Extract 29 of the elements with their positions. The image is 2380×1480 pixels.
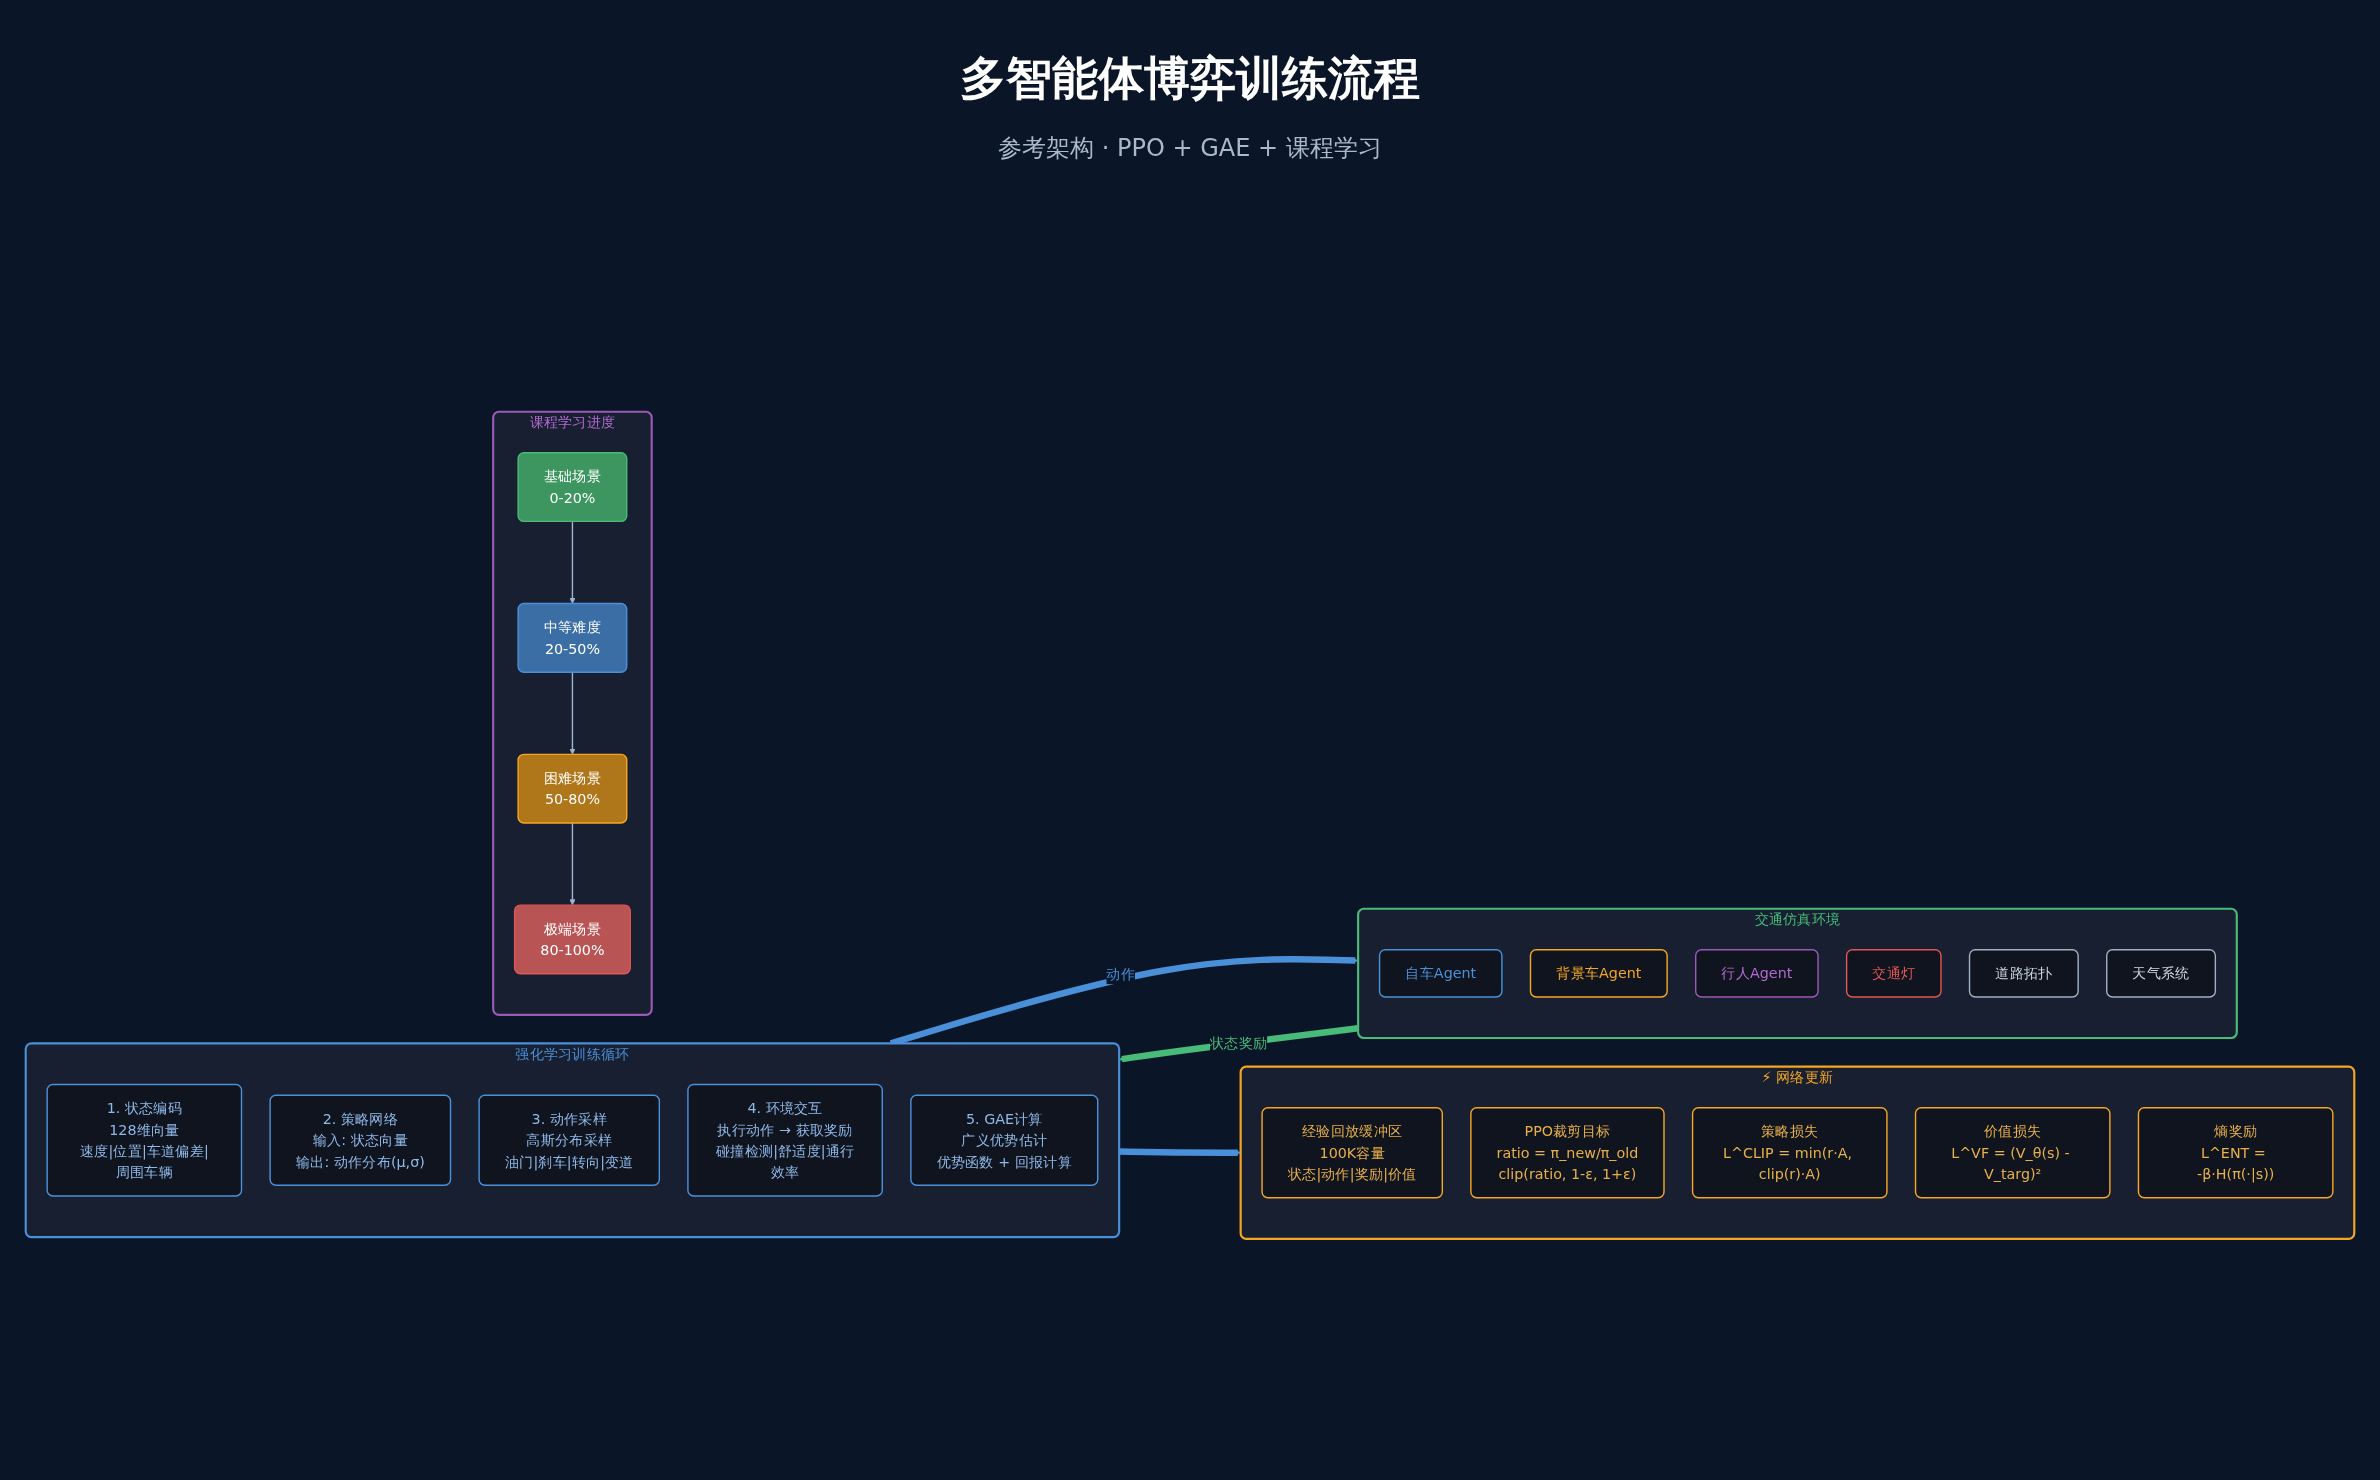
node-box: 2. 策略网络 输入: 状态向量 输出: 动作分布(μ,σ) [269,1094,452,1186]
node-box: 困难场景 50-80% [517,753,628,824]
arrow [1118,1024,1359,1062]
node-box: 4. 环境交互 执行动作 → 获取奖励 碰撞检测|舒适度|通行效率 [687,1083,883,1197]
edge-label: 状态奖励 [1209,1034,1268,1052]
node-box: 熵奖励 L^ENT = -β·H(π(·|s)) [2137,1106,2334,1199]
node-box: 5. GAE计算 广义优势估计 优势函数 + 回报计算 [910,1094,1099,1186]
node-box: 极端场景 80-100% [513,904,631,975]
node-box: 交通灯 [1845,948,1942,998]
node-box: 3. 动作采样 高斯分布采样 油门|刹车|转向|变道 [478,1094,661,1186]
arrow [1119,1148,1241,1156]
arrow [569,671,576,755]
diagram-title: 多智能体博弈训练流程 [960,50,1420,107]
node-box: 自车Agent [1378,948,1503,998]
node-box: 策略损失 L^CLIP = min(r·A, clip(r)·A) [1691,1106,1888,1199]
node-box: 价值损失 L^VF = (V_θ(s) - V_targ)² [1914,1106,2111,1199]
edge-label: 动作 [1106,964,1135,982]
node-box: 背景车Agent [1529,948,1668,998]
node-box: 道路拓扑 [1968,948,2079,998]
arrow [569,821,576,906]
node-box: 行人Agent [1695,948,1819,998]
arrow [569,520,576,604]
subtitle: 参考架构 · PPO + GAE + 课程学习 [998,133,1382,164]
node-box: 经验回放缓冲区 100K容量 状态|动作|奖励|价值 [1261,1106,1443,1199]
node-box: 1. 状态编码 128维向量 速度|位置|车道偏差|周围车辆 [46,1083,243,1197]
node-box: 基础场景 0-20% [517,451,628,522]
node-box: 天气系统 [2106,948,2217,998]
node-box: 中等难度 20-50% [517,602,628,673]
node-box: PPO裁剪目标 ratio = π_new/π_old clip(ratio, 1-ε, 1+ε) [1470,1106,1665,1199]
